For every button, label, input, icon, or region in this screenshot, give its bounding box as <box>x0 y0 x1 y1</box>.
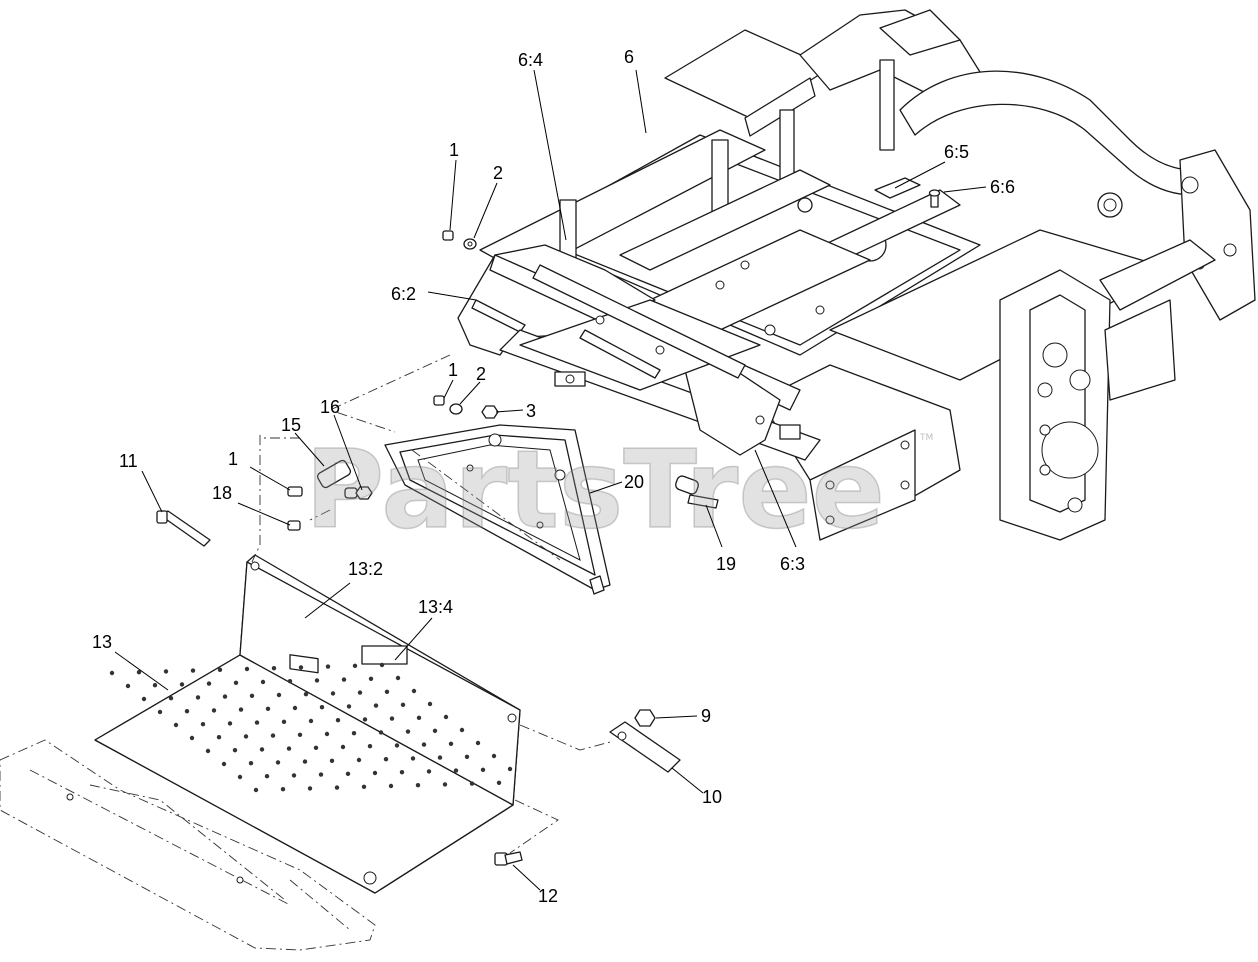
leader-lines <box>114 69 987 891</box>
callout-15: 15 <box>281 415 301 435</box>
callout-13-4: 13:4 <box>418 597 453 617</box>
callout-11: 11 <box>119 451 138 471</box>
callout-3: 3 <box>526 401 536 421</box>
watermark: PartsTree TM <box>304 427 933 554</box>
step-bracket <box>384 424 611 595</box>
phantom-mower-deck <box>0 739 376 951</box>
foot-plate-perforations <box>109 662 513 793</box>
callout-6-4: 6:4 <box>518 50 543 70</box>
foot-plate <box>94 554 521 894</box>
callout-16: 16 <box>320 397 340 417</box>
hardware <box>156 230 719 866</box>
callout-19: 19 <box>716 554 736 574</box>
callout-13: 13 <box>92 632 112 652</box>
callout-20: 20 <box>624 472 644 492</box>
main-frame <box>479 9 1256 541</box>
callout-2b: 2 <box>476 364 486 384</box>
callout-6: 6 <box>624 47 634 67</box>
callout-6-3: 6:3 <box>780 554 805 574</box>
assembly-lines <box>251 354 611 854</box>
front-bracket <box>457 244 821 461</box>
callout-2a: 2 <box>493 163 503 183</box>
callout-12: 12 <box>538 886 558 906</box>
callout-1a: 1 <box>449 140 459 160</box>
watermark-text: PartsTree <box>305 428 885 553</box>
callout-1c: 1 <box>228 449 238 469</box>
callout-6-6: 6:6 <box>990 177 1015 197</box>
callout-1b: 1 <box>448 360 458 380</box>
callout-6-5: 6:5 <box>944 142 969 162</box>
callout-6-2: 6:2 <box>391 284 416 304</box>
callout-9: 9 <box>701 706 711 726</box>
callout-13-2: 13:2 <box>348 559 383 579</box>
callout-10: 10 <box>702 787 722 807</box>
watermark-tm: TM <box>919 433 933 443</box>
callout-18: 18 <box>212 483 232 503</box>
